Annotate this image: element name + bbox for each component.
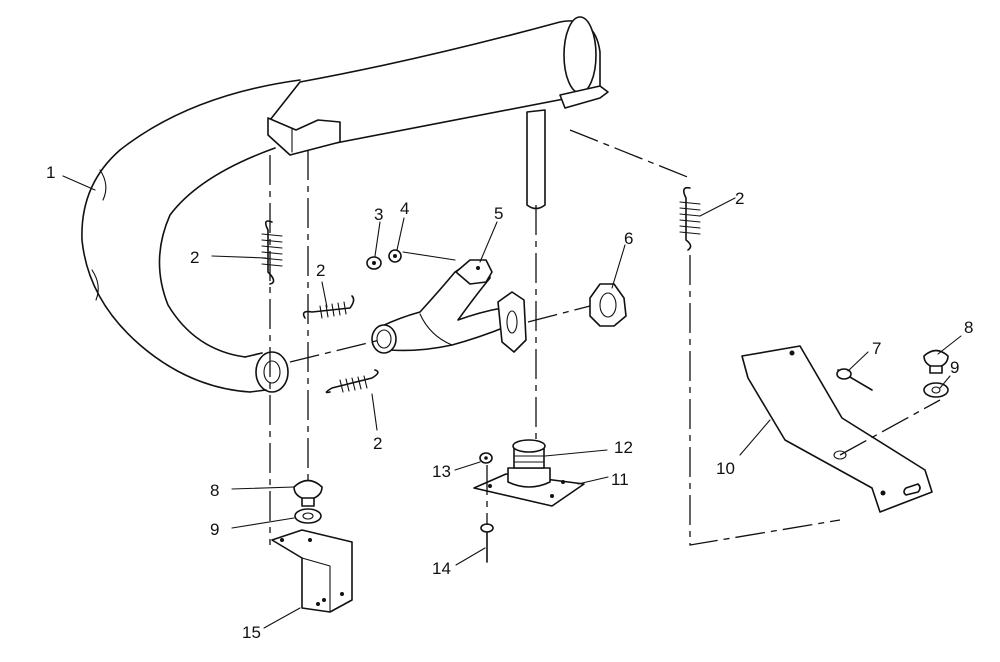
bracket-part-15 [271, 529, 353, 613]
washer-right-part-9 [923, 382, 949, 398]
screw-part-14 [480, 523, 494, 563]
callout-15: 15 [242, 623, 261, 642]
mount-plate-part-11 [473, 473, 585, 507]
callout-14: 14 [432, 559, 451, 578]
callout-6: 6 [624, 229, 633, 248]
washer-part-13 [479, 452, 493, 464]
callout-2-right: 2 [735, 189, 744, 208]
callout-12: 12 [614, 438, 633, 457]
bracket-part-10 [741, 345, 933, 513]
spring-right [679, 186, 701, 251]
callout-2-center-upper: 2 [316, 261, 325, 280]
spring-left [261, 220, 283, 285]
spring-center-lower [325, 369, 379, 394]
y-pipe-part-5 [371, 259, 527, 354]
isolator-part-12 [507, 439, 551, 488]
washer-left-part-9 [294, 508, 322, 524]
callout-labels: 1 2 2 2 2 3 4 5 6 7 8 8 9 9 10 11 12 13 … [46, 163, 973, 642]
callout-4: 4 [400, 199, 409, 218]
bolt-part-7 [836, 368, 873, 391]
callout-8-left: 8 [210, 481, 219, 500]
callout-1: 1 [46, 163, 55, 182]
callout-9-right: 9 [950, 358, 959, 377]
grommet-left-part-8 [293, 479, 323, 507]
callout-5: 5 [494, 204, 503, 223]
muffler-assembly [81, 16, 609, 393]
spring-center-upper [302, 295, 355, 319]
assembly-lines [269, 129, 941, 546]
gasket-part-6 [589, 283, 627, 327]
callout-8-right: 8 [964, 318, 973, 337]
callout-3: 3 [374, 205, 383, 224]
callout-2-center-lower: 2 [373, 434, 382, 453]
callout-13: 13 [432, 462, 451, 481]
callout-2-left: 2 [190, 248, 199, 267]
callout-7: 7 [872, 339, 881, 358]
nut-part-3 [366, 256, 382, 270]
washer-part-4 [388, 249, 402, 263]
callout-11: 11 [611, 470, 629, 489]
grommet-right-part-8 [923, 349, 949, 374]
callout-9-left: 9 [210, 520, 219, 539]
callout-10: 10 [716, 459, 735, 478]
leader-lines [62, 175, 962, 629]
